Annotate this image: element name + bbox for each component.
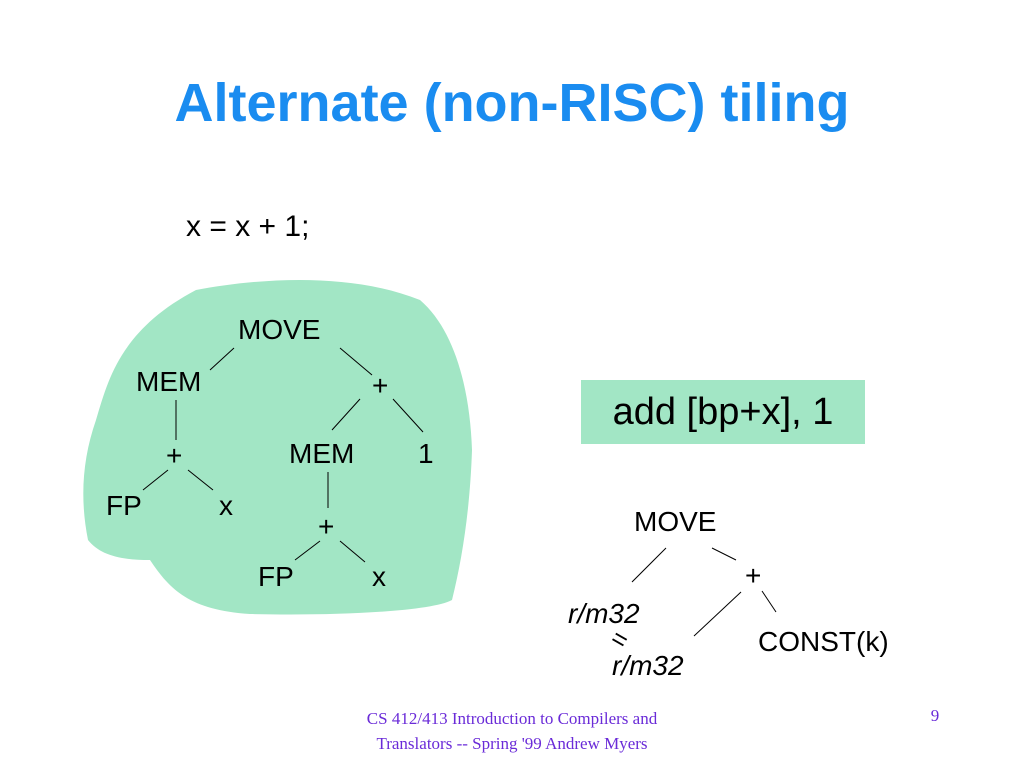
- instruction-box: add [bp+x], 1: [581, 380, 865, 444]
- tree-node-mem-left: MEM: [136, 366, 202, 397]
- pattern-node-move: MOVE: [634, 506, 717, 537]
- tree-node-move: MOVE: [238, 314, 321, 345]
- slide-title: Alternate (non-RISC) tiling: [174, 73, 850, 133]
- tree-node-plus-inner: +: [318, 511, 335, 542]
- pattern-node-rm32-right: r/m32: [612, 650, 684, 681]
- pattern-node-const: CONST(k): [758, 626, 889, 657]
- tile-blob: [83, 279, 472, 615]
- tree-node-x-left: x: [219, 490, 233, 521]
- tree-node-plus-right: +: [372, 370, 389, 401]
- pattern-tree-edges: [631, 547, 777, 637]
- tree-node-x-inner: x: [372, 561, 386, 592]
- pattern-node-plus: +: [745, 560, 762, 591]
- pattern-node-rm32-left: r/m32: [568, 598, 640, 629]
- tree-node-mem-right: MEM: [289, 438, 355, 469]
- left-tree-edges: [142, 347, 424, 563]
- slide-footer: CS 412/413 Introduction to Compilers and…: [366, 709, 658, 753]
- tree-node-fp-left: FP: [106, 490, 142, 521]
- tree-node-one: 1: [418, 438, 434, 469]
- tree-node-plus-left: +: [166, 440, 183, 471]
- source-statement: x = x + 1;: [186, 210, 310, 243]
- page-number: 9: [930, 706, 940, 725]
- tree-node-fp-inner: FP: [258, 561, 294, 592]
